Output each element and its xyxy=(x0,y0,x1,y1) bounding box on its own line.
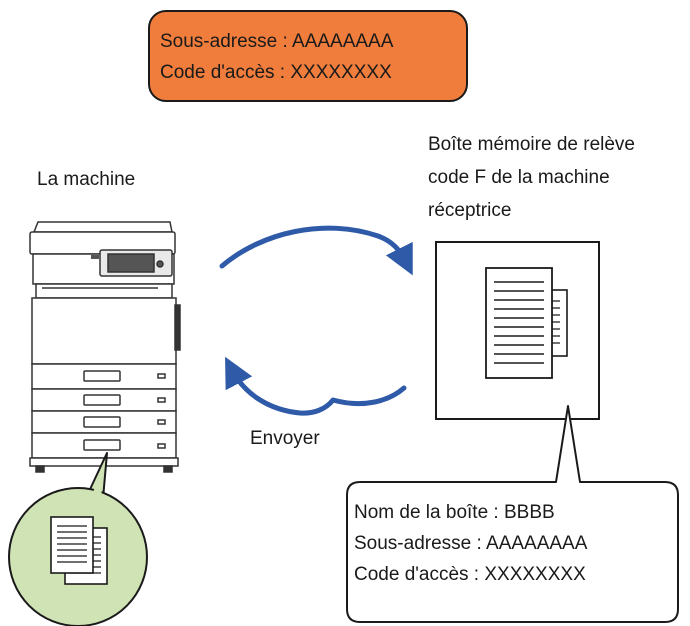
receiver-label-line2: code F de la machine xyxy=(428,167,610,188)
sender-access-code: Code d'accès : XXXXXXXX xyxy=(160,62,392,83)
box-sub-address: Sous-adresse : AAAAAAAA xyxy=(354,533,588,554)
machine-label: La machine xyxy=(37,169,136,190)
copier-machine-icon xyxy=(29,221,181,473)
stored-documents-bubble xyxy=(8,452,148,626)
receiver-label-line3: réceptrice xyxy=(428,200,512,221)
box-access-code: Code d'accès : XXXXXXXX xyxy=(354,564,586,585)
box-name: Nom de la boîte : BBBB xyxy=(354,502,555,523)
request-arrow-right xyxy=(219,225,413,276)
sender-credentials-box: Sous-adresse : AAAAAAAA Code d'accès : X… xyxy=(148,10,468,102)
polling-memory-box xyxy=(435,241,600,420)
box-info-callout xyxy=(346,405,679,623)
send-label: Envoyer xyxy=(250,428,320,449)
box-info-text: Nom de la boîte : BBBB Sous-adresse : AA… xyxy=(354,497,587,590)
send-arrow-left xyxy=(225,356,407,416)
receiver-label-line1: Boîte mémoire de relève xyxy=(428,134,635,155)
sender-sub-address: Sous-adresse : AAAAAAAA xyxy=(160,31,394,52)
